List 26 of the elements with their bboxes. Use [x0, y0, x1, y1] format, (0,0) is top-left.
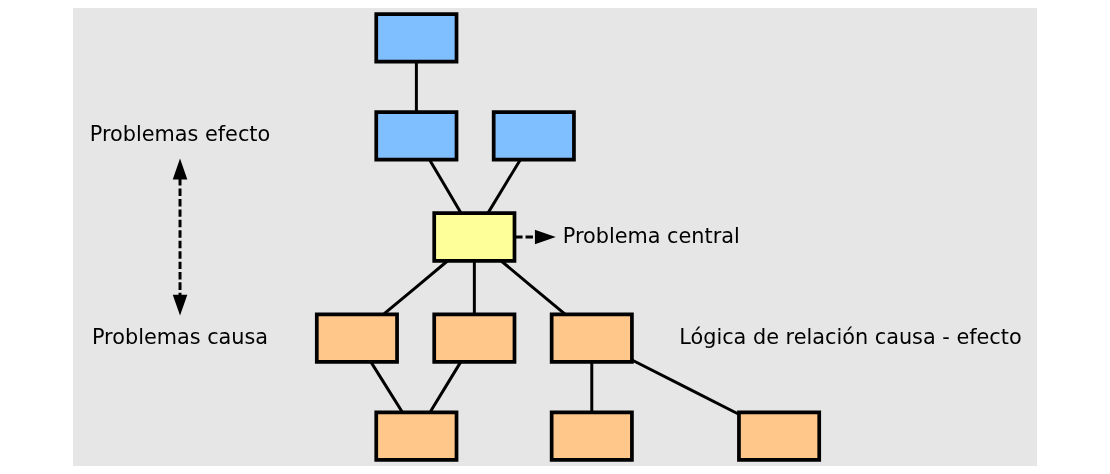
node-box [737, 410, 822, 462]
connector [500, 260, 566, 316]
node-box [491, 110, 576, 162]
node-box [374, 410, 459, 462]
node-box [549, 410, 634, 462]
connector [414, 61, 418, 113]
node-box [374, 12, 459, 64]
connector [486, 159, 522, 214]
node-text: Problema central [562, 223, 740, 248]
node-box [314, 312, 399, 364]
arrow [172, 158, 188, 316]
connector [472, 261, 476, 314]
label: Lógica de relación causa - efecto [679, 324, 1022, 349]
connector [631, 358, 739, 416]
node-box [549, 312, 634, 364]
connector [369, 361, 404, 414]
arrow [515, 229, 556, 245]
node-text: Problemas causa [91, 324, 269, 349]
node-text: Problemas efecto [89, 122, 271, 147]
connector [383, 260, 449, 316]
node-box [374, 110, 459, 162]
node-box [432, 211, 517, 263]
connector [428, 159, 463, 214]
connector [590, 362, 594, 413]
node-box [432, 312, 517, 364]
connector [428, 361, 462, 414]
